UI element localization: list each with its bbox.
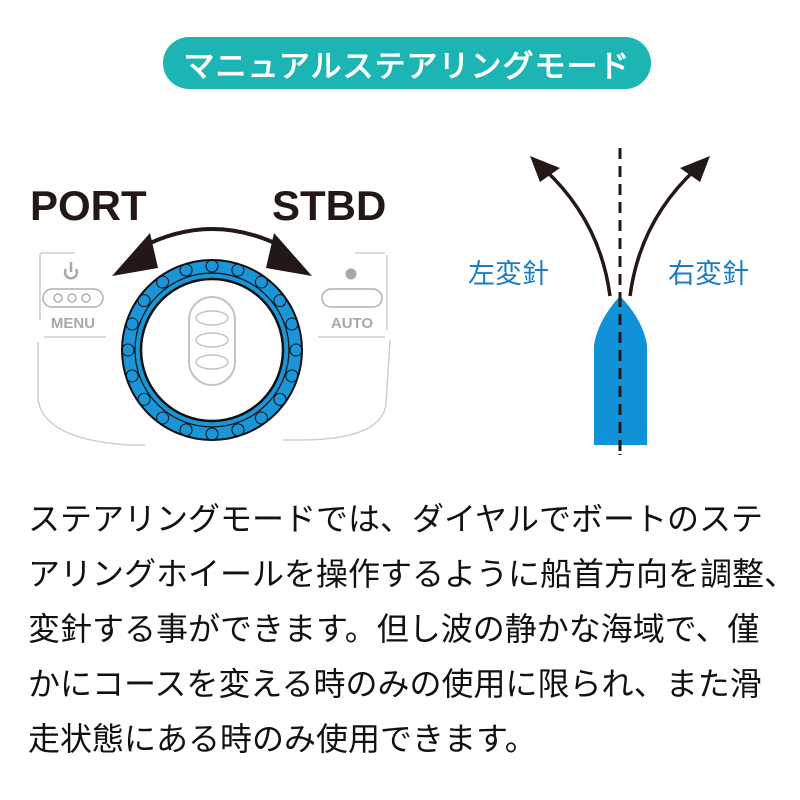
dial-grip-bump — [285, 369, 299, 383]
dial-grip-bump — [137, 294, 151, 308]
dial-grip-bump — [231, 423, 245, 437]
description: ステアリングモードでは、ダイヤルでボートのステ アリングホイールを操作するように… — [28, 492, 797, 767]
dial-grip-bump — [231, 263, 245, 277]
dial-grip-bump — [121, 343, 135, 357]
dial-grip-bump — [285, 317, 299, 331]
auto-button — [321, 288, 383, 308]
dial-grip-bump — [254, 411, 268, 425]
dial-grip-bump — [289, 343, 303, 357]
dial-grip-bump — [137, 392, 151, 406]
dial-grip-bump — [179, 263, 193, 277]
stbd-label: STBD — [272, 182, 387, 229]
dial-grip-bump — [273, 294, 287, 308]
description-line: かにコースを変える時のみの使用に限られ、また滑 — [28, 665, 762, 703]
power-icon — [63, 262, 79, 280]
description-line: 変針する事ができます。但し波の静かな海域で、僅 — [28, 610, 760, 648]
controller-panel — [37, 252, 391, 446]
description-line: アリングホイールを操作するように船首方向を調整、 — [28, 555, 797, 593]
mode-title: マニュアルステアリングモード — [163, 37, 651, 89]
description-line: ステアリングモードでは、ダイヤルでボートのステ — [28, 500, 764, 538]
left-turn-label: 左変針 — [468, 259, 549, 290]
port-label: PORT — [30, 182, 147, 229]
auto-indicator-icon — [345, 268, 357, 280]
right-turn-label: 右変針 — [668, 259, 749, 290]
description-line: 走状態にある時のみ使用できます。 — [28, 720, 537, 758]
dial-grip-bump — [273, 392, 287, 406]
dial-grip-bump — [125, 369, 139, 383]
rotation-arrow-icon — [112, 227, 312, 276]
dial-grip-bump — [125, 317, 139, 331]
dial-grip-bump — [205, 259, 219, 273]
turn-arrows-icon — [541, 166, 699, 297]
dial-grip-bump — [156, 275, 170, 289]
menu-label: MENU — [51, 315, 95, 332]
dial-grip-bump — [179, 423, 193, 437]
steering-dial — [121, 259, 303, 441]
dial-grip-bump — [205, 427, 219, 441]
auto-label: AUTO — [331, 315, 374, 332]
dial-grip-bump — [254, 275, 268, 289]
dial-grip-bump — [156, 411, 170, 425]
menu-button — [42, 288, 104, 308]
